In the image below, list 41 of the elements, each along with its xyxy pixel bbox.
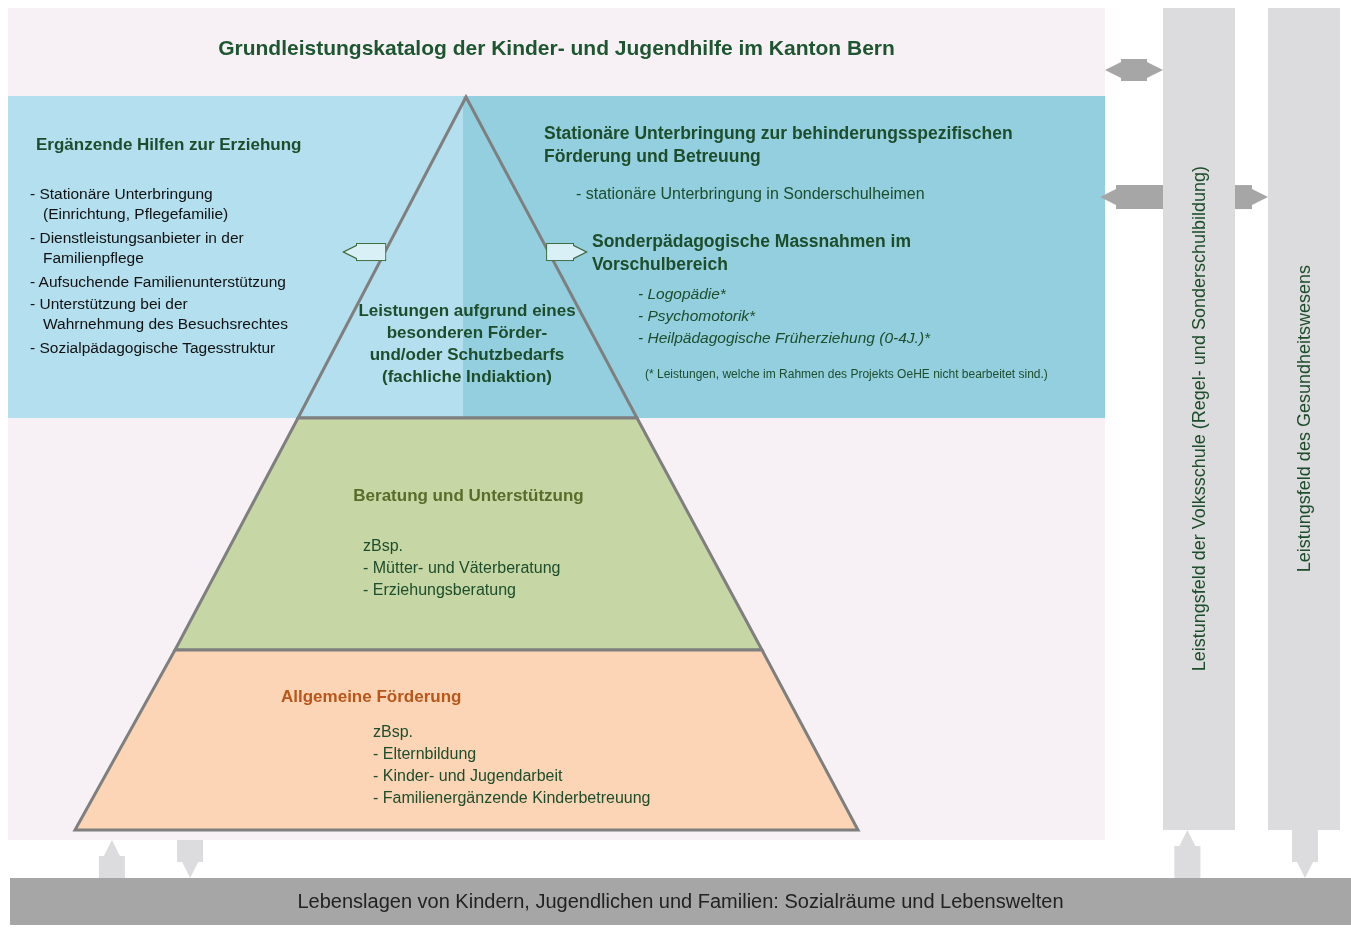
list-item: - Stationäre Unterbringung (Einrichtung, Pflegefamilie) [30, 184, 230, 225]
catalog-panel [8, 8, 1105, 840]
column-label: Leistungsfeld des Gesundheitswesens [1293, 265, 1315, 573]
heading: Allgemeine Förderung [281, 686, 463, 708]
heading: Grundleistungskatalog der Kinder- und Jugendhilfe im Kanton Bern [217, 35, 896, 61]
list-item: - Psychomotorik* [638, 306, 757, 326]
list-item: - Mütter- und Väterberatung [363, 558, 562, 578]
pyramid-base-tier [75, 650, 858, 830]
heading: Leistungen aufgrund eines besonderen Förder- und/oder Schutzbedarfs (fachliche Indiaktion) [357, 300, 577, 389]
list-item: zBsp. [363, 536, 404, 556]
list-item: - Elternbildung [373, 744, 478, 764]
vertical-column [1268, 8, 1340, 830]
arrow [1100, 185, 1163, 210]
list-item: - Sozialpädagogische Tagesstruktur [30, 338, 277, 358]
list-item: - stationäre Unterbringung in Sonderschulheimen [576, 184, 926, 204]
arrow [1292, 830, 1318, 878]
arrow [98, 840, 125, 878]
double-arrow [1105, 59, 1163, 81]
vertical-column [1163, 8, 1235, 830]
outlined-arrow [342, 243, 387, 262]
list-item: - Familienergänzende Kinderbetreuung [373, 788, 652, 808]
list-item: - Heilpädagogische Früherziehung (0-4J.)* [638, 328, 932, 348]
list-item: - Kinder- und Jugendarbeit [373, 766, 564, 786]
list-item: - Dienstleistungsanbieter in der Familienpflege [30, 228, 245, 269]
column-label: Leistungsfeld der Volksschule (Regel- und Sonderschulbildung) [1188, 166, 1210, 672]
heading: Ergänzende Hilfen zur Erziehung [36, 134, 303, 156]
list-item: - Logopädie* [638, 284, 727, 304]
outlined-arrow [546, 243, 588, 262]
list-item: - Erziehungsberatung [363, 580, 517, 600]
list-item: - Aufsuchende Familienunterstützung [30, 272, 287, 292]
arrow [177, 840, 204, 878]
list-item: zBsp. [373, 722, 414, 742]
pyramid-middle-tier [175, 418, 762, 650]
heading: Sonderpädagogische Massnahmen im Vorschulbereich [592, 230, 912, 276]
heading: Stationäre Unterbringung zur behinderungsspezifischen Förderung und Betreuung [544, 122, 1014, 168]
bottom-bar [10, 878, 1351, 925]
bar-label: Lebenslagen von Kindern, Jugendlichen und Familien: Sozialräume und Lebenswelten [296, 889, 1065, 914]
list-item: - Unterstützung bei der Wahrnehmung des Besuchsrechtes [30, 294, 289, 335]
heading: Beratung und Unterstützung [352, 485, 585, 507]
arrow [1174, 830, 1201, 878]
arrow [1235, 185, 1268, 210]
